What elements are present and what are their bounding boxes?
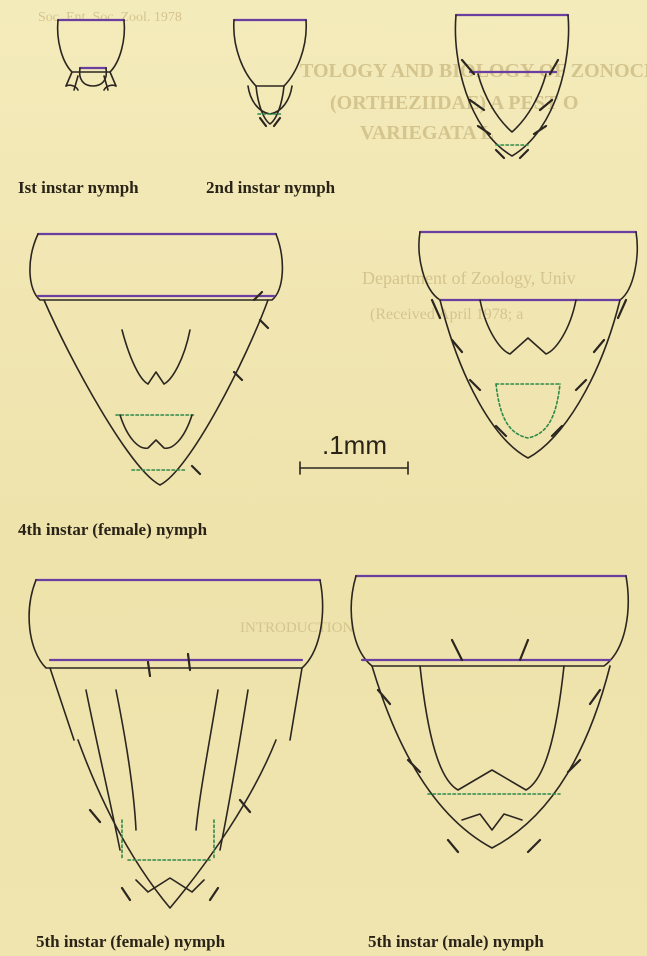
fourth-instar-male-drawing — [419, 232, 637, 458]
caption-fourth-instar-female: 4th instar (female) nymph — [18, 520, 207, 540]
caption-fifth-instar-female: 5th instar (female) nymph — [36, 932, 225, 952]
caption-first-instar: Ist instar nymph — [18, 178, 139, 198]
second-instar-drawing — [234, 20, 306, 126]
fourth-instar-female-drawing — [30, 234, 282, 485]
first-instar-drawing — [58, 20, 125, 90]
third-instar-drawing — [455, 15, 568, 158]
caption-fifth-instar-male: 5th instar (male) nymph — [368, 932, 544, 952]
scale-bar — [300, 462, 408, 474]
caption-second-instar: 2nd instar nymph — [206, 178, 335, 198]
scale-bar-label: .1mm — [322, 430, 387, 461]
fifth-instar-male-drawing — [351, 576, 628, 852]
fifth-instar-female-drawing — [29, 580, 322, 908]
